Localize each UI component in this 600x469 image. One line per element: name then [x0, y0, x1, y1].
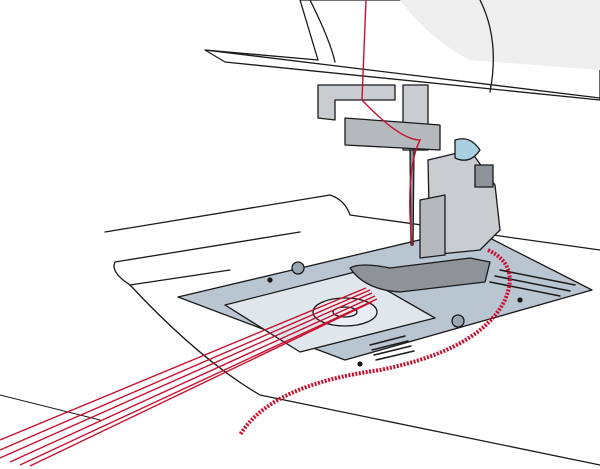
thread [0, 0, 512, 467]
foot-latch [474, 164, 494, 188]
plate-screw [291, 261, 305, 275]
needle-thread [361, 0, 422, 246]
needle-clamp [344, 117, 441, 151]
feed-slots [369, 269, 576, 361]
bobbin [312, 297, 378, 327]
foot-screw [454, 138, 481, 161]
presser-foot [349, 257, 491, 293]
thread-guide [317, 84, 396, 121]
plate-screw [451, 314, 465, 328]
decorative-thread [238, 248, 512, 437]
machine-body-shade [400, 0, 600, 70]
machine-bed [104, 194, 600, 251]
